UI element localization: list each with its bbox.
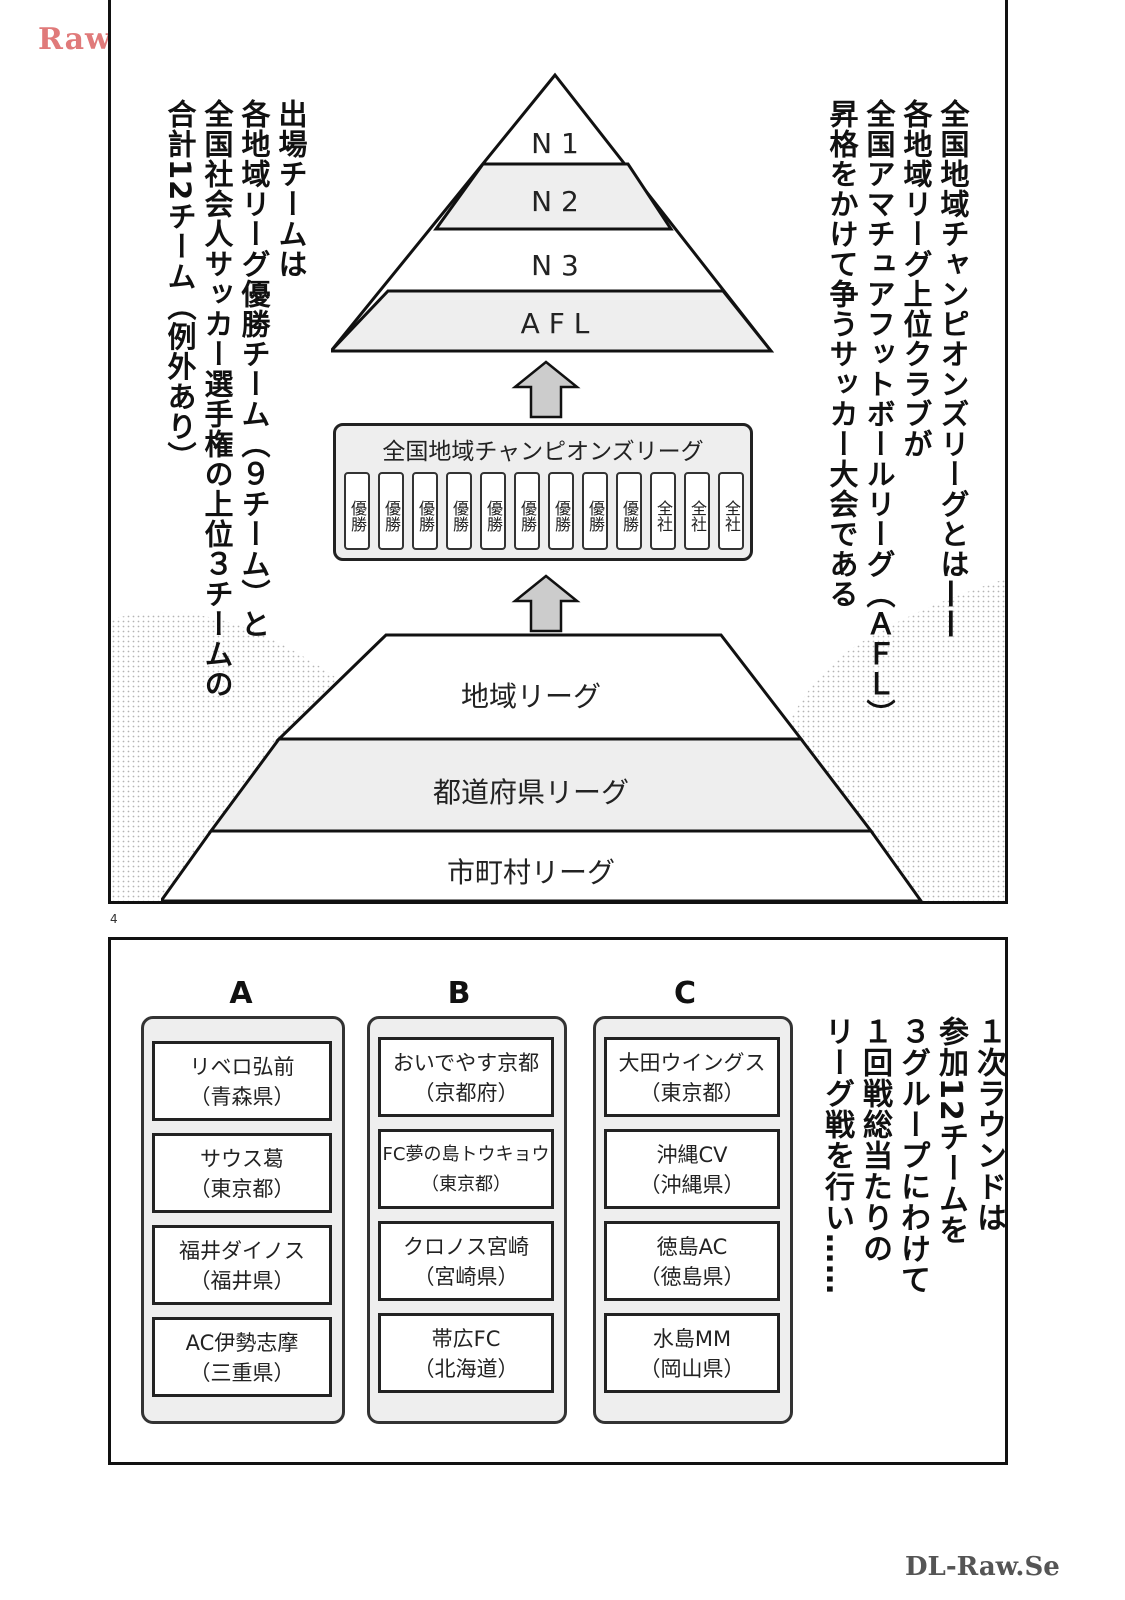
right-caption-line: 各地域リーグ上位クラブが xyxy=(899,99,933,459)
chip-winner: 優勝 xyxy=(616,472,642,550)
bottom-panel: １次ラウンドは 参加12チームを ３グループにわけて １回戦総当たりの リーグ戦… xyxy=(108,937,1008,1465)
chip-winner: 優勝 xyxy=(412,472,438,550)
team-card: 沖縄CV （沖縄県） xyxy=(604,1129,780,1209)
left-caption: 出場チームは 各地域リーグ優勝チーム（９チーム）と 全国社会人サッカー選手権の上… xyxy=(161,99,309,699)
chip-winner: 優勝 xyxy=(548,472,574,550)
team-prefecture: （三重県） xyxy=(189,1361,295,1385)
lower-pyramid xyxy=(161,633,924,903)
group-b: おいでやす京都 （京都府） FC夢の島トウキョウ （東京都） クロノス宮崎 （宮… xyxy=(367,1016,567,1424)
group-a: リベロ弘前 （青森県） サウス葛 （東京都） 福井ダイノス （福井県） AC伊勢… xyxy=(141,1016,345,1424)
team-card: 福井ダイノス （福井県） xyxy=(152,1225,332,1305)
bottom-caption-line: リーグ戦を行い…… xyxy=(819,1016,854,1295)
chip-winner: 優勝 xyxy=(480,472,506,550)
team-card: 帯広FC （北海道） xyxy=(378,1313,554,1393)
team-prefecture: （徳島県） xyxy=(639,1265,745,1289)
pyramid-tier-n1: N 1 xyxy=(531,127,579,160)
chip-zensha: 全社 xyxy=(718,472,744,550)
team-prefecture: （青森県） xyxy=(189,1085,295,1109)
right-caption: 全国地域チャンピオンズリーグとは—— 各地域リーグ上位クラブが 全国アマチュアフ… xyxy=(823,99,971,729)
top-panel: 全国地域チャンピオンズリーグとは—— 各地域リーグ上位クラブが 全国アマチュアフ… xyxy=(108,0,1008,904)
team-prefecture: （東京都） xyxy=(421,1174,511,1195)
team-card: 徳島AC （徳島県） xyxy=(604,1221,780,1301)
chip-winner: 優勝 xyxy=(446,472,472,550)
group-letter-a: A xyxy=(229,976,253,1011)
team-prefecture: （京都府） xyxy=(413,1081,519,1105)
chip-zensha: 全社 xyxy=(684,472,710,550)
pyramid-tier-n2: N 2 xyxy=(531,185,579,218)
team-name: 沖縄CV xyxy=(656,1143,728,1167)
team-name: サウス葛 xyxy=(200,1147,284,1171)
up-arrow-icon xyxy=(511,360,581,419)
team-name: おいでやす京都 xyxy=(392,1051,540,1075)
team-card: AC伊勢志摩 （三重県） xyxy=(152,1317,332,1397)
page-number: 4 xyxy=(110,912,118,926)
group-letter-b: B xyxy=(447,976,471,1011)
bottom-caption-line: 参加12チームを xyxy=(933,1016,968,1246)
pyramid-tier-municipal: 市町村リーグ xyxy=(446,856,615,889)
team-name: 水島MM xyxy=(652,1327,732,1351)
bottom-caption: １次ラウンドは 参加12チームを ３グループにわけて １回戦総当たりの リーグ戦… xyxy=(817,1016,1007,1295)
team-card: 水島MM （岡山県） xyxy=(604,1313,780,1393)
championship-box: 全国地域チャンピオンズリーグ 優勝 優勝 優勝 優勝 優勝 優勝 優勝 優勝 優… xyxy=(333,423,753,561)
championship-title: 全国地域チャンピオンズリーグ xyxy=(382,439,704,465)
group-letter-c: C xyxy=(673,976,697,1011)
team-name: AC伊勢志摩 xyxy=(185,1331,299,1355)
chip-zensha: 全社 xyxy=(650,472,676,550)
right-caption-line: 昇格をかけて争うサッカー大会である xyxy=(825,99,859,609)
team-card: クロノス宮崎 （宮崎県） xyxy=(378,1221,554,1301)
bottom-caption-line: ３グループにわけて xyxy=(895,1016,930,1295)
group-c: 大田ウイングス （東京都） 沖縄CV （沖縄県） 徳島AC （徳島県） 水島MM… xyxy=(593,1016,793,1424)
team-name: 大田ウイングス xyxy=(618,1051,766,1075)
chip-winner: 優勝 xyxy=(514,472,540,550)
team-prefecture: （沖縄県） xyxy=(639,1173,745,1197)
left-caption-line: 合計12チーム（例外あり） xyxy=(163,99,197,472)
right-caption-line: 全国地域チャンピオンズリーグとは—— xyxy=(936,99,970,639)
team-prefecture: （東京都） xyxy=(639,1081,745,1105)
chip-winner: 優勝 xyxy=(378,472,404,550)
left-caption-line: 出場チームは xyxy=(274,99,308,279)
pyramid-tier-regional: 地域リーグ xyxy=(460,680,601,713)
watermark-bottom: DL-Raw.Se xyxy=(905,1552,1060,1582)
up-arrow-icon xyxy=(511,574,581,633)
team-name: 徳島AC xyxy=(656,1235,728,1259)
team-name: リベロ弘前 xyxy=(189,1055,295,1079)
pyramid-tier-n3: N 3 xyxy=(531,249,579,282)
bottom-caption-line: １回戦総当たりの xyxy=(857,1016,892,1264)
team-card: 大田ウイングス （東京都） xyxy=(604,1037,780,1117)
upper-pyramid xyxy=(331,72,775,353)
chip-winner: 優勝 xyxy=(344,472,370,550)
pyramid-tier-prefectural: 都道府県リーグ xyxy=(432,776,629,809)
team-card: リベロ弘前 （青森県） xyxy=(152,1041,332,1121)
pyramid-tier-afl: A F L xyxy=(520,307,590,340)
chip-winner: 優勝 xyxy=(582,472,608,550)
right-caption-line: 全国アマチュアフットボールリーグ（ＡＦＬ） xyxy=(862,99,896,729)
team-prefecture: （北海道） xyxy=(413,1357,519,1381)
bottom-caption-line: １次ラウンドは xyxy=(971,1016,1006,1233)
team-card: FC夢の島トウキョウ （東京都） xyxy=(378,1129,554,1209)
team-prefecture: （岡山県） xyxy=(639,1357,745,1381)
team-prefecture: （東京都） xyxy=(189,1177,295,1201)
team-prefecture: （福井県） xyxy=(189,1269,295,1293)
team-card: おいでやす京都 （京都府） xyxy=(378,1037,554,1117)
team-name: FC夢の島トウキョウ xyxy=(382,1144,550,1165)
team-card: サウス葛 （東京都） xyxy=(152,1133,332,1213)
left-caption-line: 各地域リーグ優勝チーム（９チーム）と xyxy=(237,99,271,639)
team-name: 帯広FC xyxy=(431,1327,501,1351)
team-prefecture: （宮崎県） xyxy=(413,1265,519,1289)
team-name: 福井ダイノス xyxy=(179,1239,305,1263)
team-name: クロノス宮崎 xyxy=(403,1235,529,1259)
left-caption-line: 全国社会人サッカー選手権の上位３チームの xyxy=(200,99,234,699)
